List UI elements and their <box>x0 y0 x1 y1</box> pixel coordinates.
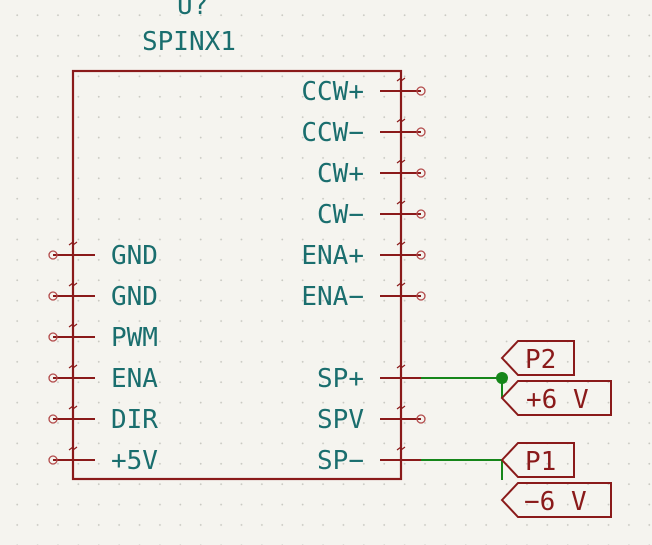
right-pin-spv[interactable]: SPV <box>317 405 426 435</box>
left-pin-ena[interactable]: ENA <box>48 364 158 394</box>
left-pin-label: ENA <box>111 364 158 394</box>
left-pin-5v[interactable]: +5V <box>48 446 158 476</box>
right-pin-label: SP− <box>317 446 364 476</box>
right-pin-ena-plus[interactable]: ENA+ <box>301 241 426 271</box>
left-pin-gnd-2[interactable]: GND <box>48 282 158 312</box>
net-label-p1[interactable]: P1 <box>500 442 575 478</box>
right-pin-sp-plus[interactable]: SP+ <box>317 364 421 394</box>
right-pin-label: SP+ <box>317 364 364 394</box>
right-pin-sp-minus[interactable]: SP− <box>317 446 421 476</box>
net-label-text: P1 <box>525 447 556 477</box>
right-pin-label: ENA+ <box>301 241 364 271</box>
wire-junction[interactable] <box>496 372 508 384</box>
left-pin-label: GND <box>111 282 158 312</box>
right-pin-ena-minus[interactable]: ENA− <box>301 282 426 312</box>
net-value-p1[interactable]: −6 V <box>500 482 612 518</box>
left-pin-label: PWM <box>111 323 158 353</box>
right-pin-cw-plus[interactable]: CW+ <box>317 159 426 189</box>
right-pin-label: CW− <box>317 200 364 230</box>
left-pin-label: +5V <box>111 446 158 476</box>
right-pin-cw-minus[interactable]: CW− <box>317 200 426 230</box>
net-value-text: −6 V <box>524 487 587 517</box>
component-body[interactable] <box>71 69 403 481</box>
left-pin-gnd-1[interactable]: GND <box>48 241 158 271</box>
net-label-text: P2 <box>525 345 556 375</box>
wire-sp-plus[interactable] <box>421 377 503 398</box>
right-pin-label: CCW− <box>301 118 364 148</box>
right-pin-label: SPV <box>317 405 364 435</box>
right-pin-ccw-plus[interactable]: CCW+ <box>301 77 426 107</box>
right-pin-label: CCW+ <box>301 77 364 107</box>
right-pin-label: ENA− <box>301 282 364 312</box>
left-pin-label: DIR <box>111 405 158 435</box>
left-pin-dir[interactable]: DIR <box>48 405 158 435</box>
left-pin-pwm[interactable]: PWM <box>48 323 158 353</box>
right-pin-label: CW+ <box>317 159 364 189</box>
net-value-text: +6 V <box>526 385 589 415</box>
component-reference: U? <box>177 0 208 21</box>
component-value: SPINX1 <box>142 27 236 57</box>
right-pin-ccw-minus[interactable]: CCW− <box>301 118 426 148</box>
net-label-p2[interactable]: P2 <box>500 340 575 376</box>
wire-sp-minus[interactable] <box>421 459 503 480</box>
net-value-p2[interactable]: +6 V <box>500 380 612 416</box>
left-pin-label: GND <box>111 241 158 271</box>
